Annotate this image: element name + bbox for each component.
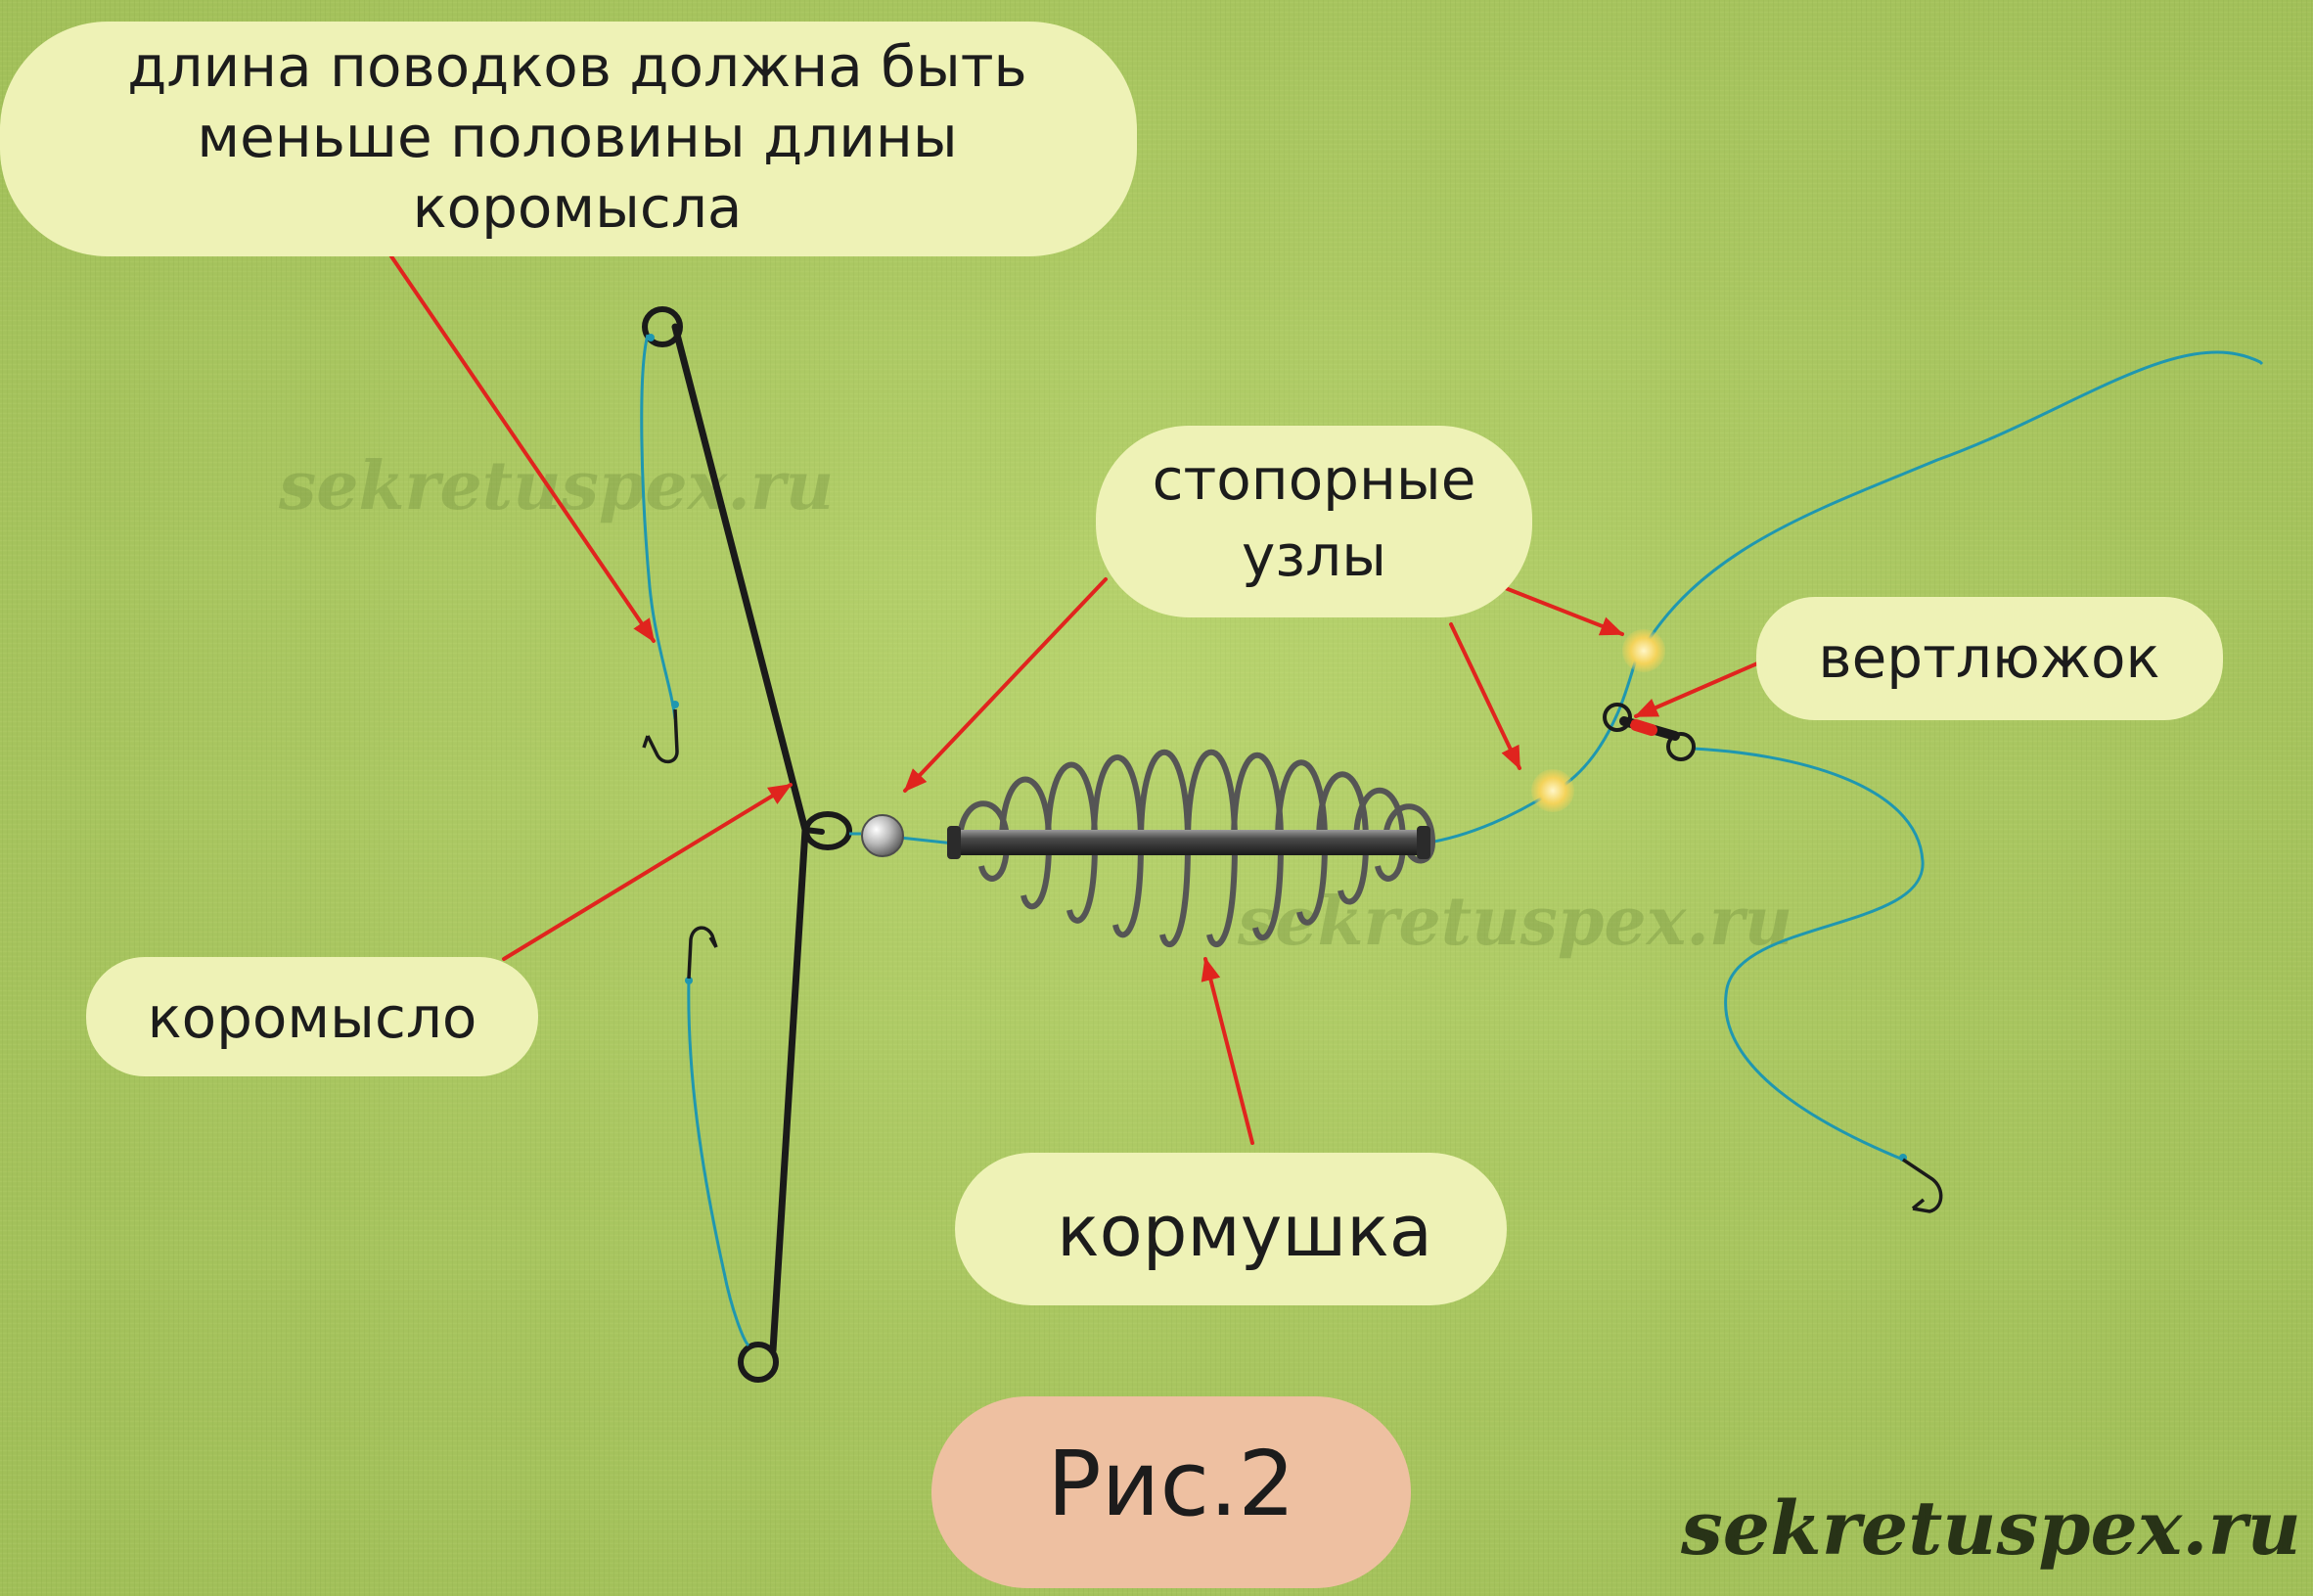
arrow-rocker bbox=[502, 783, 793, 961]
watermark-bottom: sekretuspex.ru bbox=[1680, 1484, 2301, 1572]
watermark-top: sekretuspex.ru bbox=[278, 447, 834, 525]
stopper-knot-upper bbox=[1622, 629, 1665, 672]
stopper-knots-callout: стопорные узлы bbox=[1096, 426, 1532, 617]
leader-length-line-1: длина поводков должна быть bbox=[127, 33, 1026, 100]
rocker-top-ring bbox=[642, 306, 683, 347]
arrow-leader bbox=[389, 254, 656, 643]
feeder-spring-loop bbox=[1353, 787, 1407, 882]
swivel-hook-icon bbox=[1902, 1158, 1943, 1213]
upper-leader bbox=[640, 334, 679, 764]
feeder-spring-loop bbox=[1316, 771, 1370, 905]
leader-length-callout: длина поводков должна быть меньше полови… bbox=[0, 22, 1137, 256]
pointer-arrows bbox=[389, 254, 1766, 1145]
swivel-leader bbox=[1692, 747, 1943, 1213]
feeder-label: кормушка bbox=[1057, 1190, 1432, 1272]
stopper-knot-lower bbox=[1531, 769, 1574, 812]
figure-label: Рис.2 bbox=[1047, 1432, 1295, 1536]
leader-length-line-2: меньше половины длины bbox=[197, 104, 957, 170]
feeder-tube bbox=[954, 830, 1424, 855]
feeder-spring bbox=[957, 749, 1436, 947]
rocker-arm bbox=[642, 306, 852, 1383]
swivel bbox=[1603, 703, 1696, 761]
leader-length-line-3: коромысла bbox=[413, 174, 743, 241]
upper-hook-icon bbox=[642, 708, 679, 764]
stopper-bead bbox=[861, 814, 904, 857]
arrow-knot-upper bbox=[1501, 585, 1624, 636]
arrow-stopper-bead bbox=[903, 577, 1108, 793]
rocker-callout: коромысло bbox=[86, 957, 538, 1076]
arrow-knot-lower bbox=[1449, 622, 1521, 770]
lower-hook-icon bbox=[687, 926, 718, 980]
arrow-feeder bbox=[1201, 957, 1254, 1145]
stopper-knots-line-1: стопорные bbox=[1153, 446, 1476, 513]
figure-caption: Рис.2 bbox=[931, 1396, 1411, 1588]
stopper-knots-line-2: узлы bbox=[1242, 523, 1386, 589]
feeder-spring-loop bbox=[1383, 803, 1436, 864]
rocker-label: коромысло bbox=[148, 984, 477, 1051]
watermark-middle: sekretuspex.ru bbox=[1237, 883, 1792, 961]
swivel-label: вертлюжок bbox=[1818, 624, 2159, 691]
feeder-spring-loop bbox=[1275, 759, 1329, 926]
swivel-callout: вертлюжок bbox=[1756, 597, 2223, 720]
rocker-bottom-ring bbox=[738, 1342, 779, 1383]
feeder-callout: кормушка bbox=[955, 1153, 1507, 1305]
lower-leader bbox=[685, 926, 750, 1347]
feeder bbox=[947, 749, 1436, 947]
arrow-swivel bbox=[1634, 659, 1766, 718]
rocker-center-ring bbox=[803, 811, 852, 850]
